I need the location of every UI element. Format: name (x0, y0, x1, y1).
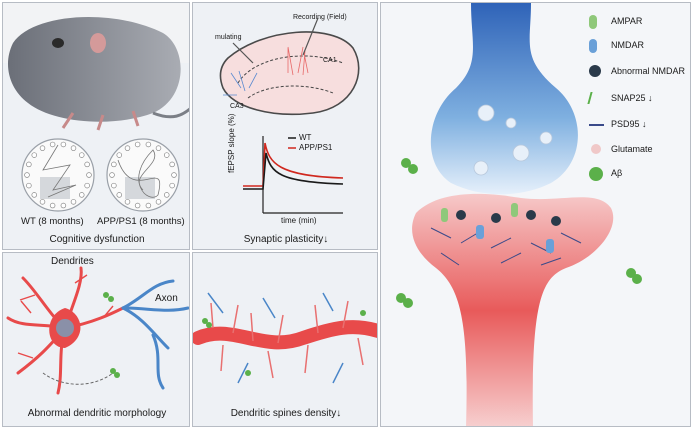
panel-caption: Synaptic plasticity↓ (243, 234, 329, 245)
maze-cue-dot (39, 145, 46, 151)
stim-label: mulating (215, 34, 242, 41)
ca1-label: CA1 (323, 57, 337, 64)
maze-cue-dot (155, 145, 162, 151)
spines-panel: Dendritic spines density↓ (192, 252, 378, 427)
legend-wt: WT (299, 133, 312, 142)
maze-cue-dot (70, 199, 77, 205)
legend-label: PSD95 ↓ (611, 119, 647, 129)
morphology-panel: Dendrites Axon Abnormal dendritic morpho… (2, 252, 190, 427)
synapse-panel: AMPAR NMDAR Abnormal NMDAR SNAP25 ↓ PSD9… (380, 2, 691, 427)
maze-cue-dot (145, 202, 152, 209)
legend-label: Abnormal NMDAR (611, 66, 686, 76)
maze-cue-dot (171, 172, 177, 178)
y-axis-label: fEPSP slope (%) (227, 113, 236, 173)
maze-cue-dot (134, 141, 141, 148)
maze-cue-dot (86, 172, 92, 178)
maze-cue-dot (163, 192, 170, 198)
maze-cue-dot (116, 152, 123, 158)
maze-cue-dot (49, 141, 56, 148)
water-maze-app (106, 138, 180, 212)
recording-label: Recording (Field) (293, 14, 347, 21)
neuron-illustration (6, 266, 189, 395)
plasticity-panel: mulating Recording (Field) CA1 CA3 fEPSP… (192, 2, 378, 250)
legend-label: SNAP25 ↓ (611, 93, 653, 103)
panel-caption: Dendritic spines density↓ (230, 408, 342, 419)
maze-cue-dot (24, 172, 30, 178)
ca3-label: CA3 (230, 103, 244, 110)
legend-app: APP/PS1 (299, 143, 333, 152)
legend-label: Aβ (611, 168, 623, 178)
maze-cue-dot (78, 192, 85, 198)
wt-label: WT (8 months) (21, 216, 84, 227)
maze-cue-dot (78, 152, 85, 158)
dendrites-label: Dendrites (51, 256, 94, 267)
maze-cue-dot (26, 161, 32, 168)
maze-cue-dot (84, 161, 90, 168)
maze-cue-dot (26, 182, 32, 189)
legend-label: NMDAR (611, 40, 644, 50)
legend-label: Glutamate (611, 144, 653, 154)
maze-cue-dot (155, 199, 162, 205)
maze-cue-dot (49, 202, 56, 209)
maze-cue-dot (109, 172, 115, 178)
maze-cue-dot (31, 192, 38, 198)
nmdar-icon (589, 39, 597, 53)
maze-cue-dot (84, 182, 90, 189)
maze-cue-dot (169, 161, 175, 168)
panel-caption: Cognitive dysfunction (49, 234, 145, 245)
panel-caption: Abnormal dendritic morphology (27, 408, 167, 419)
abnormal-nmdar-icon (589, 65, 601, 77)
fepsp-plot (243, 136, 344, 214)
maze-cue-dot (134, 202, 141, 209)
maze-cue-dot (163, 152, 170, 158)
maze-cue-dot (169, 182, 175, 189)
maze-cue-dot (145, 141, 152, 148)
synapse-illustration (396, 3, 642, 426)
mouse-illustration (3, 3, 189, 131)
maze-cue-dot (60, 141, 67, 148)
ampar-icon (589, 15, 597, 29)
psd95-icon (589, 124, 604, 126)
axon-label: Axon (155, 293, 178, 304)
hippocampus-slice (219, 17, 360, 116)
dendrite-spines-illustration (193, 292, 377, 384)
maze-cue-dot (31, 152, 38, 158)
app-label: APP/PS1 (8 months) (97, 216, 185, 227)
maze-cue-dot (124, 145, 131, 151)
maze-cue-dot (39, 199, 46, 205)
maze-cue-dot (111, 161, 117, 168)
maze-cue-dot (116, 192, 123, 198)
water-maze-wt (21, 138, 95, 212)
maze-cue-dot (60, 202, 67, 209)
abeta-icon (589, 167, 603, 181)
legend-label: AMPAR (611, 16, 643, 26)
maze-cue-dot (111, 182, 117, 189)
maze-cue-dot (70, 145, 77, 151)
glutamate-icon (591, 144, 601, 154)
cognitive-panel: WT (8 months) APP/PS1 (8 months) Cogniti… (2, 2, 190, 250)
maze-cue-dot (124, 199, 131, 205)
x-axis-label: time (min) (281, 216, 317, 225)
